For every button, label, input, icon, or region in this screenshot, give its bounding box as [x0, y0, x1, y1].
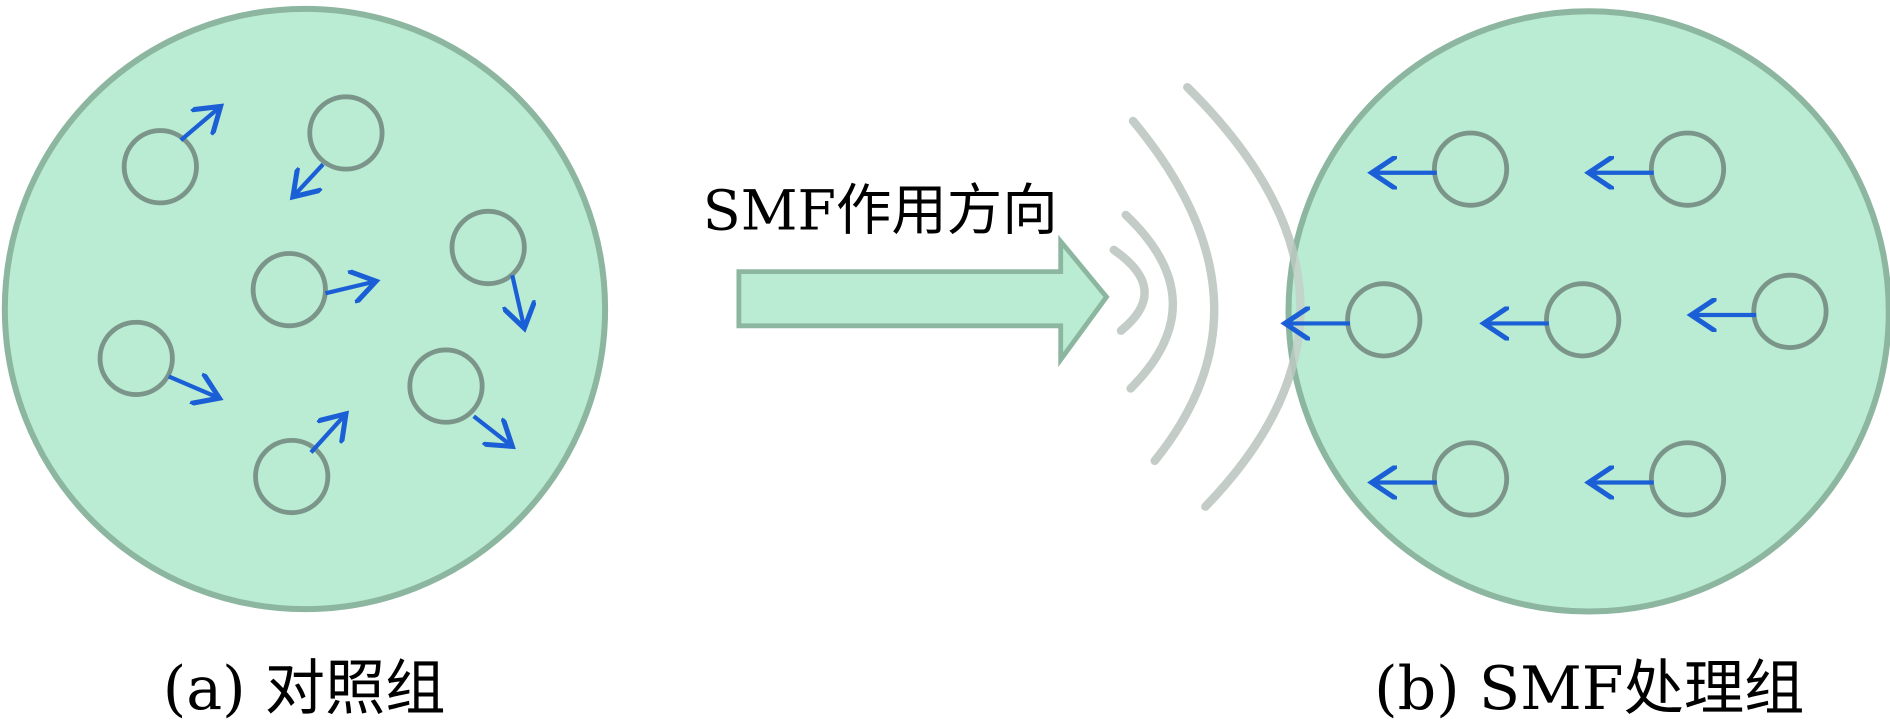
aligned-particles [1285, 130, 1829, 518]
particle-direction-arrow-icon [324, 281, 376, 293]
field-direction-arrow: SMF作用方向 [703, 179, 1110, 367]
particle-direction-arrow-icon [167, 376, 220, 398]
particle-circle [449, 208, 527, 287]
particle-circle [1345, 281, 1423, 359]
wave-line-overlay [1184, 84, 1305, 510]
panel-a-label: (a) 对照组 [163, 654, 446, 724]
magnetic-field-waves [1109, 82, 1305, 511]
particle-circle [250, 251, 328, 329]
particle-circle [253, 437, 331, 516]
control-group-panel [1, 5, 609, 613]
smf-treated-group-panel [1184, 8, 1890, 615]
direction-label: SMF作用方向 [703, 179, 1058, 243]
particle-circle [1751, 272, 1829, 350]
control-cell-circle [1, 5, 609, 613]
particle-direction-arrow-icon [293, 162, 325, 197]
big-arrow-icon [736, 234, 1110, 367]
particle-circle [97, 319, 175, 397]
wave-line [1109, 245, 1149, 335]
particle-circle [407, 347, 485, 425]
particle-circle [1431, 130, 1510, 208]
particle-circle [307, 94, 385, 172]
particle-circle [121, 128, 199, 206]
particle-direction-arrow-icon [512, 274, 524, 328]
particle-circle [1431, 440, 1510, 518]
wave-line [1128, 116, 1219, 466]
particle-direction-arrow-icon [309, 414, 346, 454]
wave-line [1121, 210, 1177, 393]
particle-direction-arrow-icon [179, 106, 221, 142]
particle-circle [1544, 281, 1622, 359]
treated-cell-circle [1285, 8, 1890, 615]
particle-circle [1648, 440, 1727, 518]
particle-circle [1648, 130, 1727, 208]
particle-direction-arrow-icon [472, 414, 513, 446]
panel-b-label: (b) SMF处理组 [1374, 654, 1804, 724]
random-particles [97, 94, 527, 516]
